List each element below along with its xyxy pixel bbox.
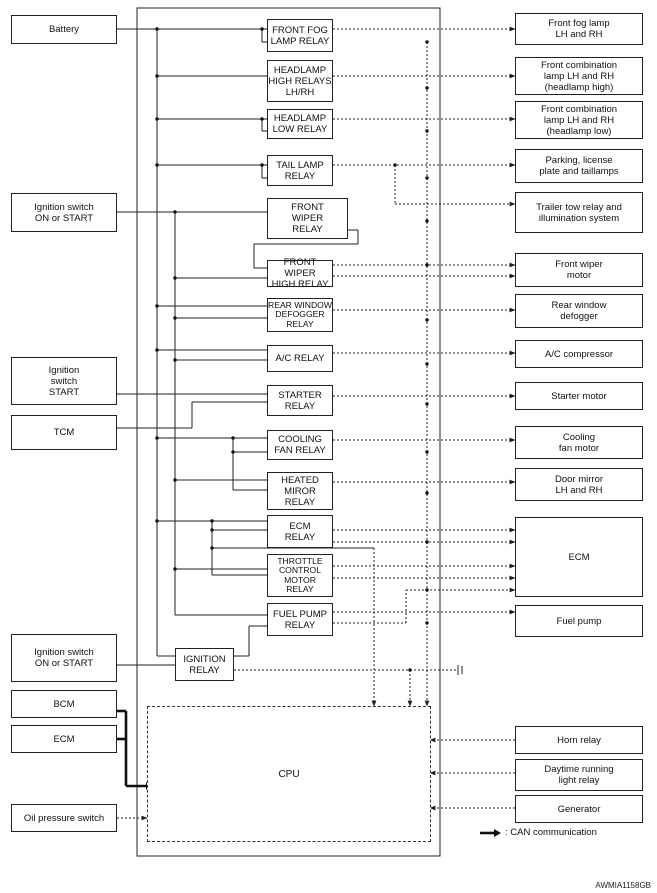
parking-license-taillamps-box: Parking, license plate and taillamps	[515, 149, 643, 183]
front-fog-lamp-relay: FRONT FOG LAMP RELAY	[267, 19, 333, 52]
cooling-fan-relay-label: COOLING FAN RELAY	[274, 434, 326, 456]
cooling-fan-relay: COOLING FAN RELAY	[267, 430, 333, 460]
front-wiper-high-relay: FRONT WIPER HIGH RELAY	[267, 257, 333, 290]
can-legend-label: : CAN communication	[505, 827, 597, 838]
tcm-label: TCM	[53, 427, 75, 438]
fuel-pump-relay: FUEL PUMP RELAY	[267, 603, 333, 636]
generator-box: Generator	[515, 795, 643, 823]
rear-window-defogger-label: Rear window defogger	[551, 300, 607, 322]
battery-label: Battery	[48, 24, 80, 35]
trailer-tow-relay-box: Trailer tow relay and illumination syste…	[515, 192, 643, 233]
can-arrow-icon	[480, 828, 501, 837]
rear-window-defogger-relay-label: REAR WINDOW DEFOGGER RELAY	[268, 299, 332, 329]
heated-mirror-relay-label: HEATED MIROR RELAY	[281, 474, 319, 508]
front-wiper-motor-box: Front wiper motor	[515, 253, 643, 287]
parking-license-taillamps-label: Parking, license plate and taillamps	[539, 155, 619, 177]
front-fog-lamp-box: Front fog lamp LH and RH	[515, 13, 643, 45]
ipdm-frame	[136, 7, 441, 857]
battery-box: Battery	[11, 15, 117, 44]
cpu-box: CPU	[147, 706, 431, 842]
tail-lamp-relay: TAIL LAMP RELAY	[267, 155, 333, 186]
tail-lamp-relay-label: TAIL LAMP RELAY	[276, 159, 324, 182]
ignition-relay: IGNITION RELAY	[175, 648, 234, 681]
front-combination-lamp-low-label: Front combination lamp LH and RH (headla…	[540, 103, 618, 137]
ignition-switch-on-start-2-box: Ignition switch ON or START	[11, 634, 117, 682]
front-combination-lamp-high-label: Front combination lamp LH and RH (headla…	[540, 59, 618, 93]
ignition-switch-on-start-label: Ignition switch ON or START	[34, 201, 94, 224]
ignition-switch-start-box: Ignition switch START	[11, 357, 117, 405]
headlamp-low-relay-label: HEADLAMP LOW RELAY	[272, 113, 328, 135]
front-combination-lamp-low-box: Front combination lamp LH and RH (headla…	[515, 101, 643, 139]
ecm-output-label: ECM	[568, 551, 590, 563]
front-wiper-high-relay-label: FRONT WIPER HIGH RELAY	[271, 257, 329, 290]
ignition-switch-on-start-box: Ignition switch ON or START	[11, 193, 117, 232]
headlamp-high-relays: HEADLAMP HIGH RELAYS LH/RH	[267, 60, 333, 102]
heated-mirror-relay: HEATED MIROR RELAY	[267, 472, 333, 510]
fuel-pump-box: Fuel pump	[515, 605, 643, 637]
ecm-output-box: ECM	[515, 517, 643, 597]
ignition-switch-on-start-2-label: Ignition switch ON or START	[34, 647, 94, 669]
cpu-label: CPU	[278, 768, 300, 780]
ac-relay: A/C RELAY	[267, 345, 333, 372]
ac-relay-label: A/C RELAY	[275, 353, 325, 364]
starter-relay-label: STARTER RELAY	[278, 389, 322, 412]
horn-relay-box: Horn relay	[515, 726, 643, 754]
ac-compressor-box: A/C compressor	[515, 340, 643, 368]
trailer-tow-relay-label: Trailer tow relay and illumination syste…	[536, 201, 622, 224]
front-wiper-relay: FRONT WIPER RELAY	[267, 198, 348, 239]
headlamp-high-relays-label: HEADLAMP HIGH RELAYS LH/RH	[268, 64, 332, 98]
front-wiper-relay-label: FRONT WIPER RELAY	[291, 202, 324, 235]
throttle-control-motor-relay: THROTTLE CONTROL MOTOR RELAY	[267, 554, 333, 597]
ecm-relay-label: ECM RELAY	[284, 520, 316, 543]
oil-pressure-switch-label: Oil pressure switch	[23, 812, 105, 824]
cooling-fan-motor-label: Cooling fan motor	[558, 431, 600, 454]
ecm-input-box: ECM	[11, 725, 117, 753]
headlamp-low-relay: HEADLAMP LOW RELAY	[267, 109, 333, 139]
ac-compressor-label: A/C compressor	[544, 348, 614, 360]
daytime-running-light-relay-label: Daytime running light relay	[544, 764, 614, 786]
daytime-running-light-relay-box: Daytime running light relay	[515, 759, 643, 791]
ecm-input-label: ECM	[53, 733, 75, 745]
figure-code: AWMIA1158GB	[595, 881, 651, 890]
ecm-relay: ECM RELAY	[267, 515, 333, 548]
starter-motor-label: Starter motor	[551, 390, 607, 402]
bcm-box: BCM	[11, 690, 117, 718]
rear-window-defogger-box: Rear window defogger	[515, 294, 643, 328]
starter-motor-box: Starter motor	[515, 382, 643, 410]
cooling-fan-motor-box: Cooling fan motor	[515, 426, 643, 459]
generator-label: Generator	[557, 803, 601, 815]
can-legend: : CAN communication	[480, 827, 597, 838]
front-fog-lamp-label: Front fog lamp LH and RH	[548, 18, 610, 40]
ignition-switch-start-label: Ignition switch START	[48, 364, 80, 398]
door-mirror-box: Door mirror LH and RH	[515, 468, 643, 501]
front-wiper-motor-label: Front wiper motor	[555, 259, 603, 281]
tcm-box: TCM	[11, 415, 117, 450]
rear-window-defogger-relay: REAR WINDOW DEFOGGER RELAY	[267, 298, 333, 332]
front-fog-lamp-relay-label: FRONT FOG LAMP RELAY	[270, 24, 330, 47]
front-combination-lamp-high-box: Front combination lamp LH and RH (headla…	[515, 57, 643, 95]
starter-relay: STARTER RELAY	[267, 385, 333, 416]
ignition-relay-label: IGNITION RELAY	[183, 653, 226, 676]
throttle-control-motor-relay-label: THROTTLE CONTROL MOTOR RELAY	[277, 555, 323, 594]
fuel-pump-label: Fuel pump	[556, 615, 602, 627]
door-mirror-label: Door mirror LH and RH	[554, 473, 604, 496]
oil-pressure-switch-box: Oil pressure switch	[11, 804, 117, 832]
horn-relay-label: Horn relay	[557, 734, 601, 746]
fuel-pump-relay-label: FUEL PUMP RELAY	[272, 608, 328, 631]
bcm-label: BCM	[53, 698, 75, 710]
